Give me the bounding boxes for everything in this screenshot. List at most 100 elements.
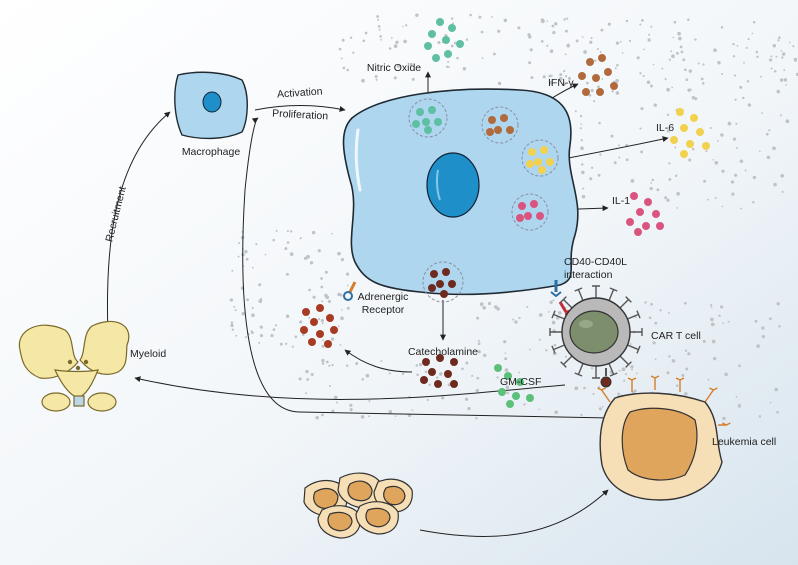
catecholamine-vesicle-cluster-particle bbox=[448, 280, 456, 288]
background-dot bbox=[496, 307, 500, 311]
leukemia-antigen-spike bbox=[650, 375, 660, 390]
leukemia-antigen-spike bbox=[597, 387, 611, 403]
background-dot bbox=[664, 196, 668, 200]
background-dot bbox=[330, 337, 335, 341]
label-macrophage: Macrophage bbox=[182, 146, 241, 158]
background-dot bbox=[775, 55, 778, 58]
catecholamine-near-cart-particle bbox=[444, 370, 452, 378]
background-dot bbox=[346, 306, 350, 310]
background-dot bbox=[747, 103, 752, 107]
background-dot bbox=[770, 55, 773, 58]
background-dot bbox=[231, 269, 234, 272]
background-dot bbox=[349, 403, 353, 407]
background-dot bbox=[623, 379, 626, 382]
background-dot bbox=[338, 47, 342, 51]
background-dot bbox=[770, 67, 773, 70]
background-dot bbox=[552, 299, 555, 302]
label-ifn-gamma: IFN-γ bbox=[548, 77, 574, 89]
background-dot bbox=[237, 255, 240, 258]
background-dot bbox=[710, 322, 715, 327]
background-dot bbox=[714, 197, 717, 199]
background-dot bbox=[734, 98, 737, 101]
il1-released-particle bbox=[636, 208, 644, 216]
background-dot bbox=[411, 77, 415, 81]
catecholamine-released-particle bbox=[300, 326, 308, 334]
background-dot bbox=[684, 392, 688, 396]
background-dot bbox=[732, 137, 737, 141]
background-dot bbox=[405, 24, 408, 27]
background-dot bbox=[545, 349, 548, 352]
background-dot bbox=[377, 25, 381, 28]
background-dot bbox=[628, 39, 632, 43]
background-dot bbox=[780, 173, 785, 178]
background-dot bbox=[681, 373, 685, 377]
background-dot bbox=[447, 61, 450, 63]
background-dot bbox=[654, 358, 657, 361]
background-dot bbox=[601, 405, 604, 408]
il6-released-particle bbox=[686, 140, 694, 148]
background-dot bbox=[649, 187, 653, 191]
il6-vesicle-cluster-particle bbox=[538, 166, 546, 174]
catecholamine-released-particle bbox=[330, 326, 338, 334]
background-dot bbox=[727, 121, 732, 126]
background-dot bbox=[736, 146, 739, 150]
background-dot bbox=[279, 342, 283, 346]
background-dot bbox=[579, 114, 583, 118]
background-dot bbox=[395, 40, 399, 45]
background-dot bbox=[666, 198, 670, 202]
catecholamine-near-cart-particle bbox=[450, 380, 458, 388]
label-nitric-oxide: Nitric Oxide bbox=[367, 62, 421, 74]
background-dot bbox=[324, 293, 328, 298]
background-dot bbox=[349, 408, 353, 412]
background-dot bbox=[661, 67, 664, 70]
background-dot bbox=[548, 74, 552, 78]
background-dot bbox=[666, 87, 670, 92]
background-dot bbox=[766, 155, 771, 160]
catecholamine-near-cart bbox=[420, 354, 458, 388]
background-dot bbox=[781, 56, 784, 59]
background-dot bbox=[259, 297, 263, 301]
background-dot bbox=[503, 340, 507, 344]
background-dot bbox=[251, 266, 254, 269]
background-dot bbox=[687, 18, 690, 21]
background-dot bbox=[476, 316, 480, 320]
background-dot bbox=[390, 37, 393, 39]
background-dot bbox=[631, 368, 634, 371]
background-dot bbox=[538, 408, 540, 411]
background-dot bbox=[642, 74, 645, 77]
background-dot bbox=[549, 300, 553, 305]
background-dot bbox=[641, 19, 644, 22]
background-dot bbox=[345, 364, 349, 367]
catecholamine-released-particle bbox=[316, 304, 324, 312]
background-dot bbox=[579, 127, 582, 130]
nitric-oxide-vesicle-cluster-particle bbox=[422, 118, 430, 126]
background-dot bbox=[710, 317, 714, 322]
background-dot bbox=[291, 345, 294, 348]
background-dot bbox=[732, 55, 736, 58]
background-dot bbox=[437, 40, 441, 45]
background-dot bbox=[428, 383, 431, 387]
background-dot bbox=[514, 320, 518, 324]
background-dot bbox=[625, 158, 629, 162]
background-dot bbox=[731, 192, 735, 196]
background-dot bbox=[321, 300, 324, 303]
arrow-il6 bbox=[557, 136, 669, 161]
background-dot bbox=[668, 177, 672, 181]
background-dot bbox=[672, 36, 675, 39]
background-dot bbox=[504, 352, 507, 354]
il6-vesicle-cluster-particle bbox=[534, 158, 542, 166]
nitric-oxide-vesicle-cluster-particle bbox=[416, 108, 424, 116]
background-dot bbox=[795, 72, 798, 77]
background-dot bbox=[415, 13, 419, 17]
background-dot bbox=[546, 44, 549, 47]
ifn-vesicle-cluster-particle bbox=[486, 128, 494, 136]
background-dot bbox=[720, 305, 724, 309]
il6-released bbox=[670, 108, 710, 158]
background-dot bbox=[772, 43, 777, 48]
background-dot bbox=[652, 63, 655, 66]
background-dot bbox=[721, 169, 725, 173]
nitric-oxide-vesicle-cluster-particle bbox=[424, 126, 432, 134]
catecholamine-near-cart-particle bbox=[422, 358, 430, 366]
background-dot bbox=[554, 410, 559, 415]
background-dot bbox=[694, 38, 697, 41]
